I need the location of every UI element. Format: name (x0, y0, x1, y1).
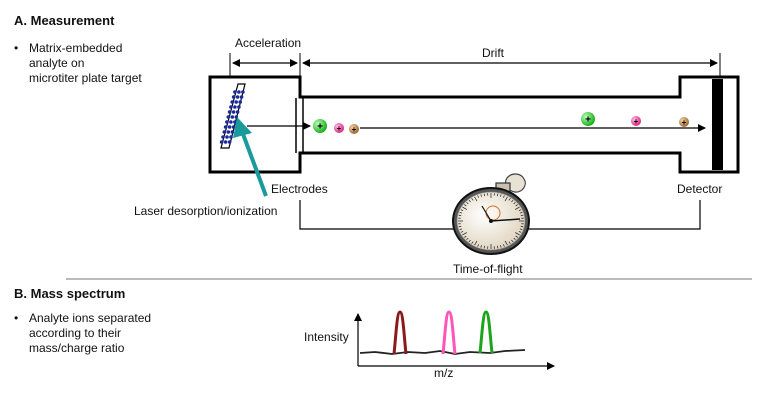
target-plate (219, 83, 246, 149)
section-a-title: A. Measurement (14, 13, 115, 28)
detector-plate (712, 79, 723, 170)
drift-dimension (302, 53, 721, 76)
ion-brown-2: + (679, 117, 689, 127)
flight-tube (208, 75, 740, 174)
time-of-flight-label: Time-of-flight (453, 262, 523, 276)
laser-arrow (233, 117, 268, 197)
section-b-bullet-text: Analyte ions separated according to thei… (29, 311, 152, 355)
acceleration-dimension (229, 53, 301, 76)
svg-text:+: + (352, 125, 357, 134)
mz-label: m/z (434, 366, 454, 380)
svg-text:+: + (585, 115, 591, 126)
spectrum-baseline (359, 349, 526, 355)
mass-spectrum (354, 310, 555, 370)
ion-green-1: + (313, 119, 327, 133)
svg-text:+: + (337, 124, 342, 133)
ion-brown-1: + (349, 124, 359, 134)
intensity-label: Intensity (304, 330, 349, 344)
acceleration-label: Acceleration (235, 36, 302, 50)
detector-label: Detector (677, 182, 723, 196)
bullet-dot: • (14, 41, 19, 55)
ion-green-2: + (581, 112, 595, 126)
peak-3 (478, 310, 494, 354)
bullet-dot: • (14, 311, 19, 325)
electrodes-label: Electrodes (271, 182, 328, 196)
svg-text:+: + (682, 118, 687, 127)
svg-text:+: + (634, 117, 639, 126)
svg-text:+: + (317, 122, 323, 133)
laser-label: Laser desorption/ionization (134, 204, 278, 218)
section-a-bullet-text: Matrix-embedded analyte on microtiter pl… (29, 41, 142, 85)
peak-2 (441, 310, 457, 355)
peak-1 (392, 310, 408, 355)
drift-label: Drift (482, 46, 504, 60)
stopwatch-icon (452, 173, 530, 255)
section-b-title: B. Mass spectrum (14, 286, 126, 301)
ion-pink-2: + (631, 116, 641, 126)
ion-pink-1: + (334, 123, 344, 133)
